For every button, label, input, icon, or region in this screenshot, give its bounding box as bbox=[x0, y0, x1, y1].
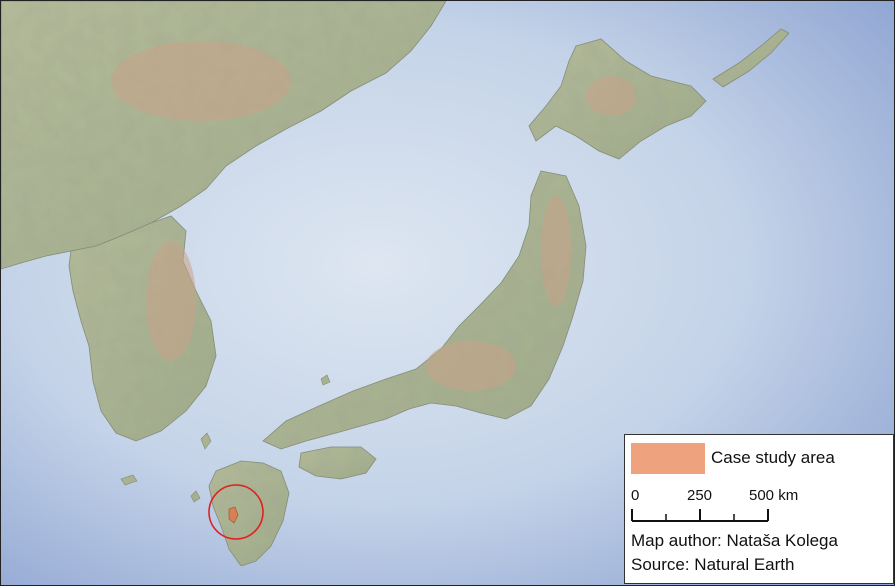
shikoku bbox=[298, 446, 377, 480]
map-source: Source: Natural Earth bbox=[631, 555, 795, 574]
small-islands bbox=[120, 374, 331, 503]
scale-label-250: 250 bbox=[687, 487, 713, 504]
scale-label-0: 0 bbox=[631, 487, 640, 504]
case-study-area bbox=[228, 506, 239, 524]
scale-label-500-km: 500 km bbox=[749, 487, 799, 504]
case-study-highlight-circle bbox=[208, 484, 264, 540]
case-study-swatch bbox=[631, 443, 705, 474]
case-study-label: Case study area bbox=[711, 448, 835, 467]
highland-tohoku bbox=[541, 196, 571, 306]
kuril-islands bbox=[712, 28, 790, 88]
map-legend: Case study area 0 250 500 km Map author:… bbox=[624, 434, 894, 584]
map-author: Map author: Nataša Kolega bbox=[631, 531, 838, 550]
scale-bar bbox=[631, 509, 769, 522]
mainland-asia bbox=[1, 1, 447, 270]
highland-honshu bbox=[426, 341, 516, 391]
highland-north bbox=[111, 41, 291, 121]
highland-hokkaido bbox=[586, 76, 636, 116]
kyushu bbox=[208, 460, 290, 567]
highland-korea bbox=[146, 241, 196, 361]
